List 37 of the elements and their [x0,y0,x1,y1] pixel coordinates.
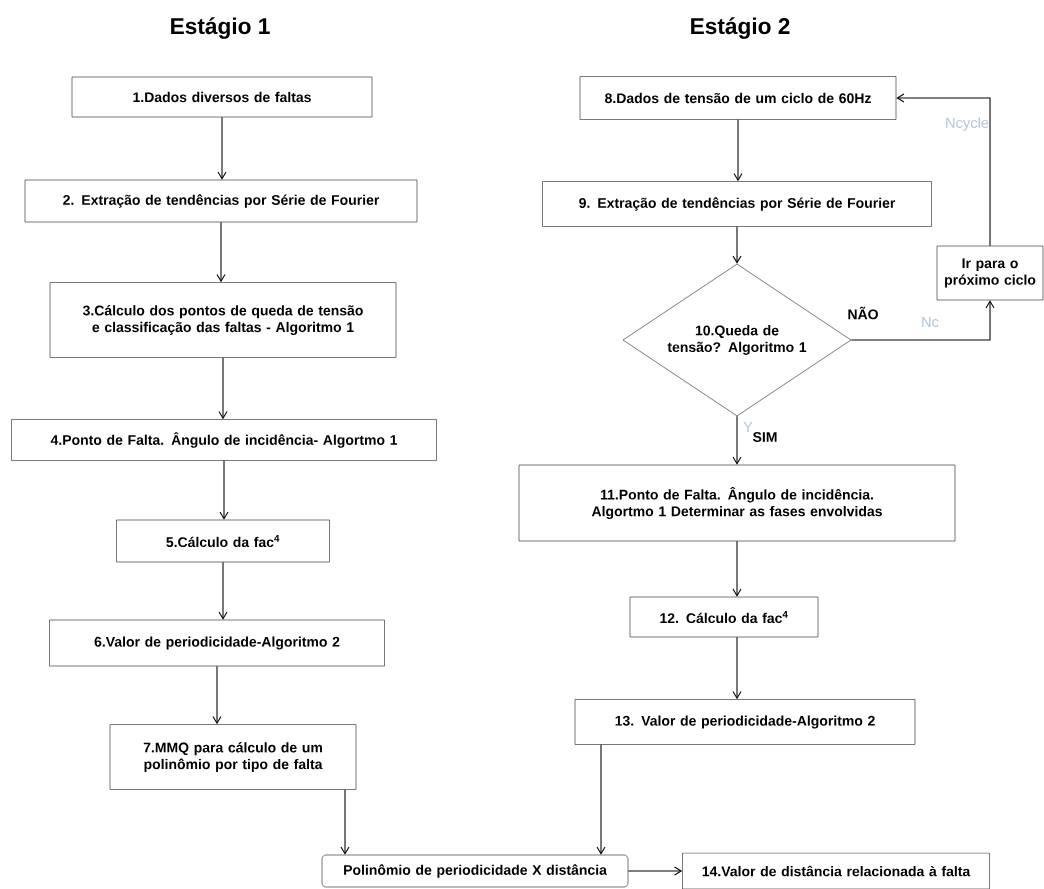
process-box: 2. Extração de tendências por Série de Fourier [24,179,418,223]
process-box: 7.MMQ para cálculo de um polinômio por tipo de falta [109,724,357,790]
arrow [732,540,742,597]
arrow [212,665,222,725]
process-box: 5.Cálculo da fac$^{4}$ [116,519,330,563]
arrow [340,789,350,855]
arrow [896,93,991,247]
faded-text: Ncycle [946,117,989,131]
process-box: 12. Cálculo da fac$^{4}$ [629,596,819,638]
arrow [219,460,229,520]
process-box: 11.Ponto de Falta. Ângulo de incidência. Algortmo 1 Determinar as fases envolvidas [518,464,956,542]
process-box: 9. Extração de tendências por Série de Fourier [542,181,932,227]
stage-heading: Estágio 1 [171,17,270,39]
arrow [596,744,606,855]
process-box: 4.Ponto de Falta. Ângulo de incidência- Algortmo 1 [11,419,437,461]
arrow [732,226,742,264]
process-box: 6.Valor de periodicidade-Algoritmo 2 [49,619,385,667]
process-box: 13. Valor de periodicidade-Algoritmo 2 [574,699,916,745]
arrow [733,119,743,182]
arrow [217,116,227,180]
process-box: Polinômio de periodicidade X distância [321,854,629,888]
faded-text: Y [743,421,753,433]
arrow [218,357,228,420]
arrow [850,300,995,341]
arrow [218,561,228,620]
arrow [216,221,226,283]
arrow [732,415,742,465]
edge-label: SIM [751,430,779,444]
faded-text: Nc [922,316,939,328]
process-box: 3.Cálculo dos pontos de queda de tensão e classificação das faltas - Algoritmo 1 [49,282,397,358]
arrow [732,636,742,700]
arrow [627,866,683,876]
process-box: Ir para o próximo ciclo [936,245,1044,301]
stage-heading: Estágio 2 [691,17,790,39]
process-box: 1.Dados diversos de faltas [71,76,373,118]
process-box: 8.Dados de tensão de um ciclo de 60Hz [579,76,897,120]
process-box: 14.Valor de distância relacionada à falta [682,852,990,889]
